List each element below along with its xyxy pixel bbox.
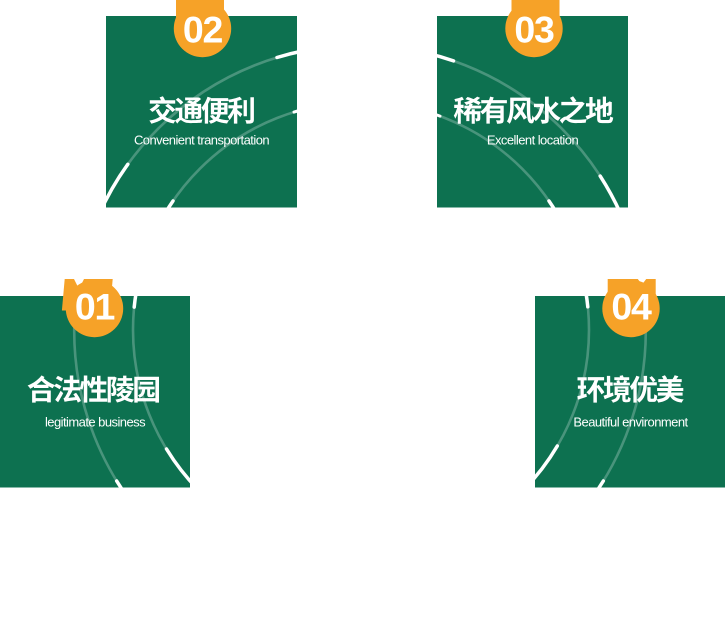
svg-text:Convenient transportation: Convenient transportation bbox=[134, 133, 269, 148]
svg-text:03: 03 bbox=[514, 9, 554, 51]
svg-text:01: 01 bbox=[75, 286, 115, 328]
svg-text:02: 02 bbox=[183, 9, 223, 51]
svg-text:Excellent location: Excellent location bbox=[487, 133, 579, 148]
svg-text:04: 04 bbox=[611, 286, 652, 328]
svg-text:Beautiful environment: Beautiful environment bbox=[573, 415, 688, 430]
svg-text:legitimate business: legitimate business bbox=[45, 415, 146, 430]
